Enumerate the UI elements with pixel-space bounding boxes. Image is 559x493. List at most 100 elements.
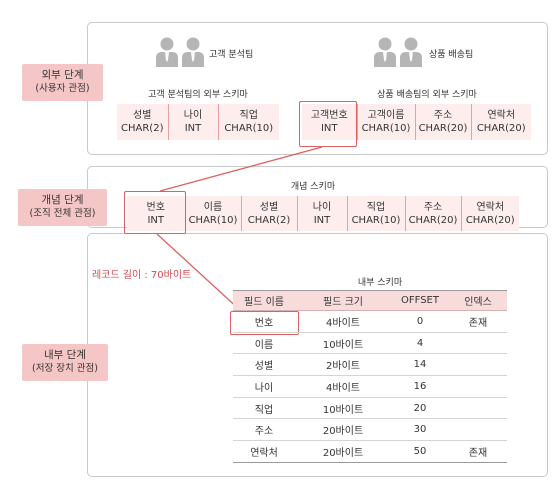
table-cell: 성별: [233, 353, 295, 377]
conceptual-level-label: 개념 단계 (조직 전체 관점): [18, 189, 107, 226]
table-cell: [449, 418, 507, 442]
user-icon: [181, 37, 205, 67]
conceptual-level-subtitle: (조직 전체 관점): [29, 208, 96, 219]
field-name: 이름: [203, 201, 223, 213]
field-name: 직업: [366, 201, 386, 213]
schema-field: 직업 CHAR(10): [217, 104, 279, 140]
column-header: 필드 크기: [295, 290, 391, 311]
schema-field: 나이 INT: [167, 104, 218, 140]
field-type: CHAR(10): [361, 123, 411, 134]
field-name: 나이: [183, 110, 203, 121]
table-cell: [449, 375, 507, 398]
highlight-customer-number: [299, 101, 357, 147]
table-cell: 이름: [233, 332, 295, 355]
field-type: CHAR(20): [418, 123, 468, 134]
user-icon: [399, 37, 423, 67]
field-type: CHAR(20): [476, 123, 526, 134]
internal-schema-title: 내부 스키마: [357, 278, 403, 288]
schema-field: 고객이름 CHAR(10): [356, 104, 415, 140]
conceptual-schema-title: 개념 스키마: [290, 182, 336, 192]
table-cell: 50: [391, 440, 449, 463]
table-row: 나이 4바이트 16: [233, 375, 507, 398]
field-type: INT: [320, 123, 338, 134]
table-cell: 10바이트: [295, 332, 391, 355]
table-row: 주소 20바이트 30: [233, 418, 507, 442]
schema-field: 고객번호 INT: [302, 104, 357, 140]
internal-level-title: 내부 단계: [44, 349, 86, 361]
delivery-schema-title: 상품 배송팀의 외부 스키마: [377, 90, 477, 100]
table-cell: 주소: [233, 418, 295, 442]
table-cell: 나이: [233, 375, 295, 398]
table-cell: 16: [391, 375, 449, 398]
field-name: 연락처: [476, 201, 505, 213]
table-cell: 20바이트: [295, 440, 391, 463]
schema-field: 주소 CHAR(20): [414, 104, 471, 140]
field-type: INT: [184, 123, 202, 134]
analysis-schema-title: 고객 분석팀의 외부 스키마: [148, 90, 248, 100]
table-row: 이름 10바이트 4: [233, 332, 507, 355]
table-row: 연락처 20바이트 50 존재: [233, 440, 507, 463]
table-cell: 존재: [449, 440, 507, 463]
delivery-team-name: 상품 배송팀: [429, 50, 474, 60]
field-name: 고객번호: [310, 110, 348, 121]
table-cell: 0: [391, 310, 449, 333]
field-name: 성별: [259, 201, 279, 213]
schema-field: 연락처 CHAR(20): [470, 104, 531, 140]
table-cell: 존재: [449, 310, 507, 333]
table-cell: 14: [391, 353, 449, 377]
field-type: INT: [313, 214, 331, 226]
field-name: 성별: [133, 110, 152, 121]
table-row: 번호 4바이트 0 존재: [233, 310, 507, 333]
user-icon: [373, 37, 397, 67]
conceptual-level-title: 개념 단계: [41, 194, 84, 206]
field-name: 주소: [433, 110, 453, 121]
table-cell: 연락처: [233, 440, 295, 463]
analysis-team-name: 고객 분석팀: [209, 50, 254, 60]
field-name: 연락처: [487, 110, 516, 121]
internal-level-label: 내부 단계 (저장 장치 관점): [22, 344, 108, 381]
field-type: CHAR(10): [224, 123, 274, 134]
field-name: 주소: [423, 201, 443, 213]
internal-schema-table: 필드 이름 필드 크기 OFFSET 인덱스 번호 4바이트 0 존재 이름 1…: [233, 290, 507, 463]
table-row: 직업 10바이트 20: [233, 397, 507, 420]
column-header: 인덱스: [449, 290, 507, 311]
table-cell: [449, 353, 507, 377]
table-cell: 4바이트: [295, 310, 391, 333]
table-cell: 4바이트: [295, 375, 391, 398]
table-cell: 2바이트: [295, 353, 391, 377]
column-header: 필드 이름: [233, 290, 295, 311]
table-cell: 20: [391, 397, 449, 420]
field-name: 고객이름: [367, 110, 405, 121]
external-level-label: 외부 단계 (사용자 관점): [22, 64, 103, 101]
field-type: CHAR(2): [247, 214, 291, 226]
user-icon: [155, 37, 179, 67]
table-cell: 20바이트: [295, 418, 391, 442]
table-cell: [449, 397, 507, 420]
delivery-external-schema: 고객번호 INT 고객이름 CHAR(10) 주소 CHAR(20) 연락처 CHAR(…: [302, 104, 531, 140]
external-level-title: 외부 단계: [41, 69, 84, 81]
field-type: CHAR(20): [465, 214, 515, 226]
external-level-subtitle: (사용자 관점): [35, 83, 90, 94]
internal-level-subtitle: (저장 장치 관점): [32, 363, 98, 374]
field-type: INT: [147, 214, 165, 226]
column-header: OFFSET: [391, 290, 449, 311]
delivery-team-group: 상품 배송팀: [373, 37, 493, 73]
field-name: 직업: [239, 110, 258, 121]
table-cell: [449, 332, 507, 355]
table-cell: 번호: [233, 310, 295, 333]
table-cell: 직업: [233, 397, 295, 420]
table-cell: 30: [391, 418, 449, 442]
field-type: CHAR(10): [188, 214, 238, 226]
highlight-number-conceptual: [124, 191, 186, 234]
field-name: 나이: [312, 201, 332, 213]
